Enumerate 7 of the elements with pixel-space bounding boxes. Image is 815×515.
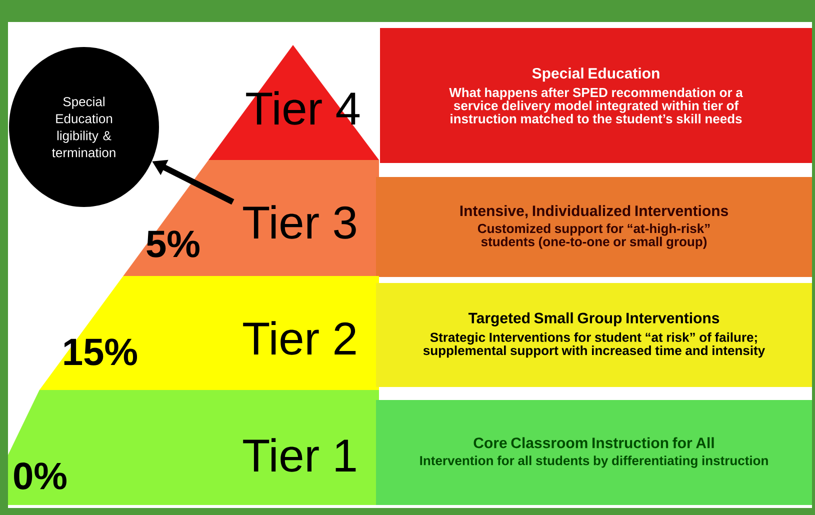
tier-description-box: Targeted Small Group Interventions Strategic Interventions for student “at risk” of failure; supplemental support with increased time and intensity — [376, 283, 812, 387]
percentage-label: 0% — [14, 462, 66, 490]
tier-description-box: Special Education What happens after SPED recommendation or a service delivery model integrated within tier of instruction matched to the student’s skill needs — [380, 28, 812, 163]
tier-description-box: Core Classroom Instruction for All Intervention for all students by differentiating instruction — [376, 400, 812, 505]
tier-description-box: Intensive, Individualized Interventions Customized support for “at-high-risk” students (one-to-one or small group) — [376, 177, 812, 277]
percentage-label: 15% — [64, 338, 138, 366]
percentage-label: 5% — [146, 230, 200, 258]
